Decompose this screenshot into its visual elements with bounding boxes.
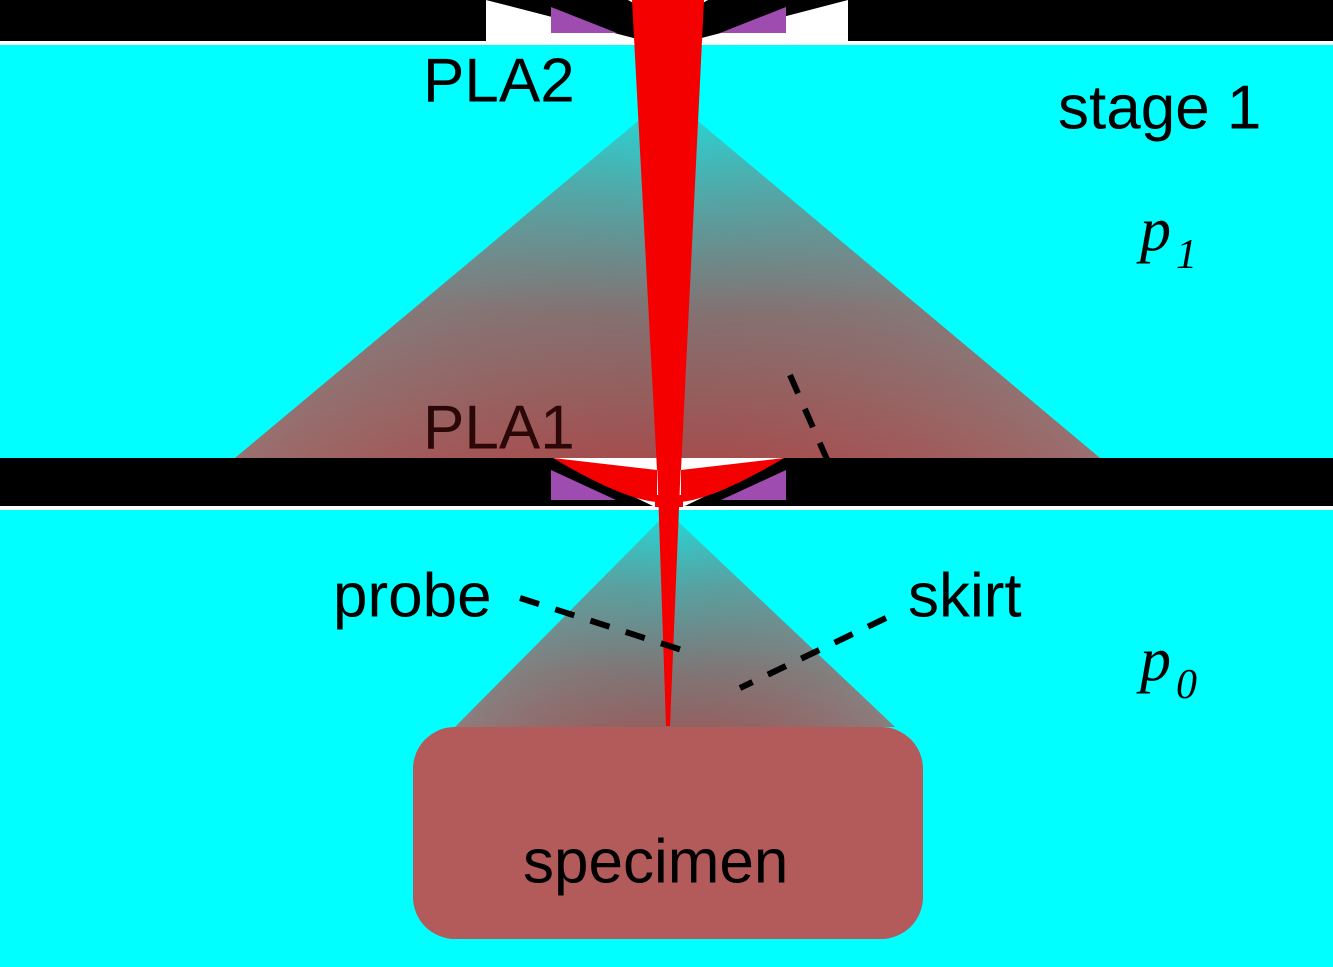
label-pressure-chamber: p 0: [1136, 626, 1197, 708]
label-pressure-chamber-subscript: 0: [1176, 662, 1197, 708]
pla1-cone-right: [721, 470, 786, 500]
pla2-aperture-plate: [0, 0, 1333, 41]
label-pressure-stage1: p 1: [1136, 196, 1197, 278]
skirt-leader-line-upper: [787, 373, 839, 482]
electron-probe-beam: [632, 0, 704, 726]
specimen-block: [413, 727, 923, 939]
pla1-plate-left: [0, 458, 653, 506]
pla1-plate-right: [685, 458, 1333, 506]
pla1-funnel-left: [553, 458, 657, 502]
beam-lower-segment: [657, 460, 681, 726]
label-probe: probe: [333, 561, 492, 630]
label-pressure-stage1-subscript: 1: [1176, 232, 1197, 278]
pla2-cone-right: [720, 7, 786, 33]
pla2-cone-left: [551, 7, 617, 33]
label-specimen: specimen: [523, 827, 788, 896]
pla1-cone-left: [551, 470, 616, 500]
pla1-funnel-right: [681, 458, 784, 502]
label-pressure-stage1-base: p: [1136, 196, 1171, 264]
label-pla1: PLA1: [423, 393, 575, 462]
skirt-leader-line-lower: [738, 615, 888, 691]
pla1-bore-throat: [655, 495, 683, 507]
pla1-aperture-plate: [0, 458, 1333, 507]
label-skirt: skirt: [908, 561, 1022, 630]
probe-leader-line: [519, 595, 689, 655]
beam-upper-segment: [632, 0, 704, 470]
label-stage-1: stage 1: [1058, 73, 1261, 142]
label-pla2: PLA2: [423, 46, 575, 115]
label-pressure-chamber-base: p: [1136, 626, 1171, 694]
